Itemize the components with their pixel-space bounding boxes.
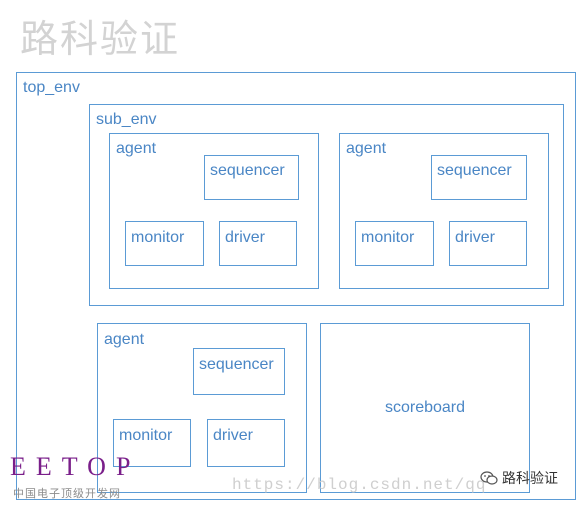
scoreboard-label: scoreboard [384, 399, 466, 416]
monitor-box-3 [113, 419, 191, 467]
driver-box-2 [449, 221, 527, 266]
agent-label-1: agent [116, 140, 157, 157]
driver-label-2: driver [455, 229, 496, 246]
top-env-label: top_env [23, 79, 80, 96]
csdn-watermark: https://blog.csdn.net/qq [232, 476, 487, 494]
driver-label-1: driver [225, 229, 266, 246]
driver-box-3 [207, 419, 285, 467]
eetop-logo: EETOP [10, 452, 141, 481]
sequencer-label-2: sequencer [437, 162, 512, 179]
wechat-watermark-text: 路科验证 [502, 470, 558, 486]
agent-label-3: agent [104, 331, 145, 348]
eetop-subtitle: 中国电子顶级开发网 [13, 488, 121, 500]
wechat-watermark: 路科验证 [480, 468, 558, 488]
sequencer-box-2 [431, 155, 527, 200]
driver-label-3: driver [213, 427, 254, 444]
sequencer-label-3: sequencer [199, 356, 274, 373]
monitor-label-2: monitor [361, 229, 415, 246]
sequencer-box-1 [204, 155, 299, 200]
monitor-box-1 [125, 221, 204, 266]
driver-box-1 [219, 221, 297, 266]
monitor-label-1: monitor [131, 229, 185, 246]
monitor-box-2 [355, 221, 434, 266]
sub-env-label: sub_env [96, 111, 157, 128]
monitor-label-3: monitor [119, 427, 173, 444]
sequencer-label-1: sequencer [210, 162, 285, 179]
scoreboard-box: scoreboard [320, 323, 530, 493]
sequencer-box-3 [193, 348, 285, 395]
watermark-title: 路科验证 [20, 19, 181, 61]
wechat-icon [480, 471, 498, 485]
agent-label-2: agent [346, 140, 387, 157]
